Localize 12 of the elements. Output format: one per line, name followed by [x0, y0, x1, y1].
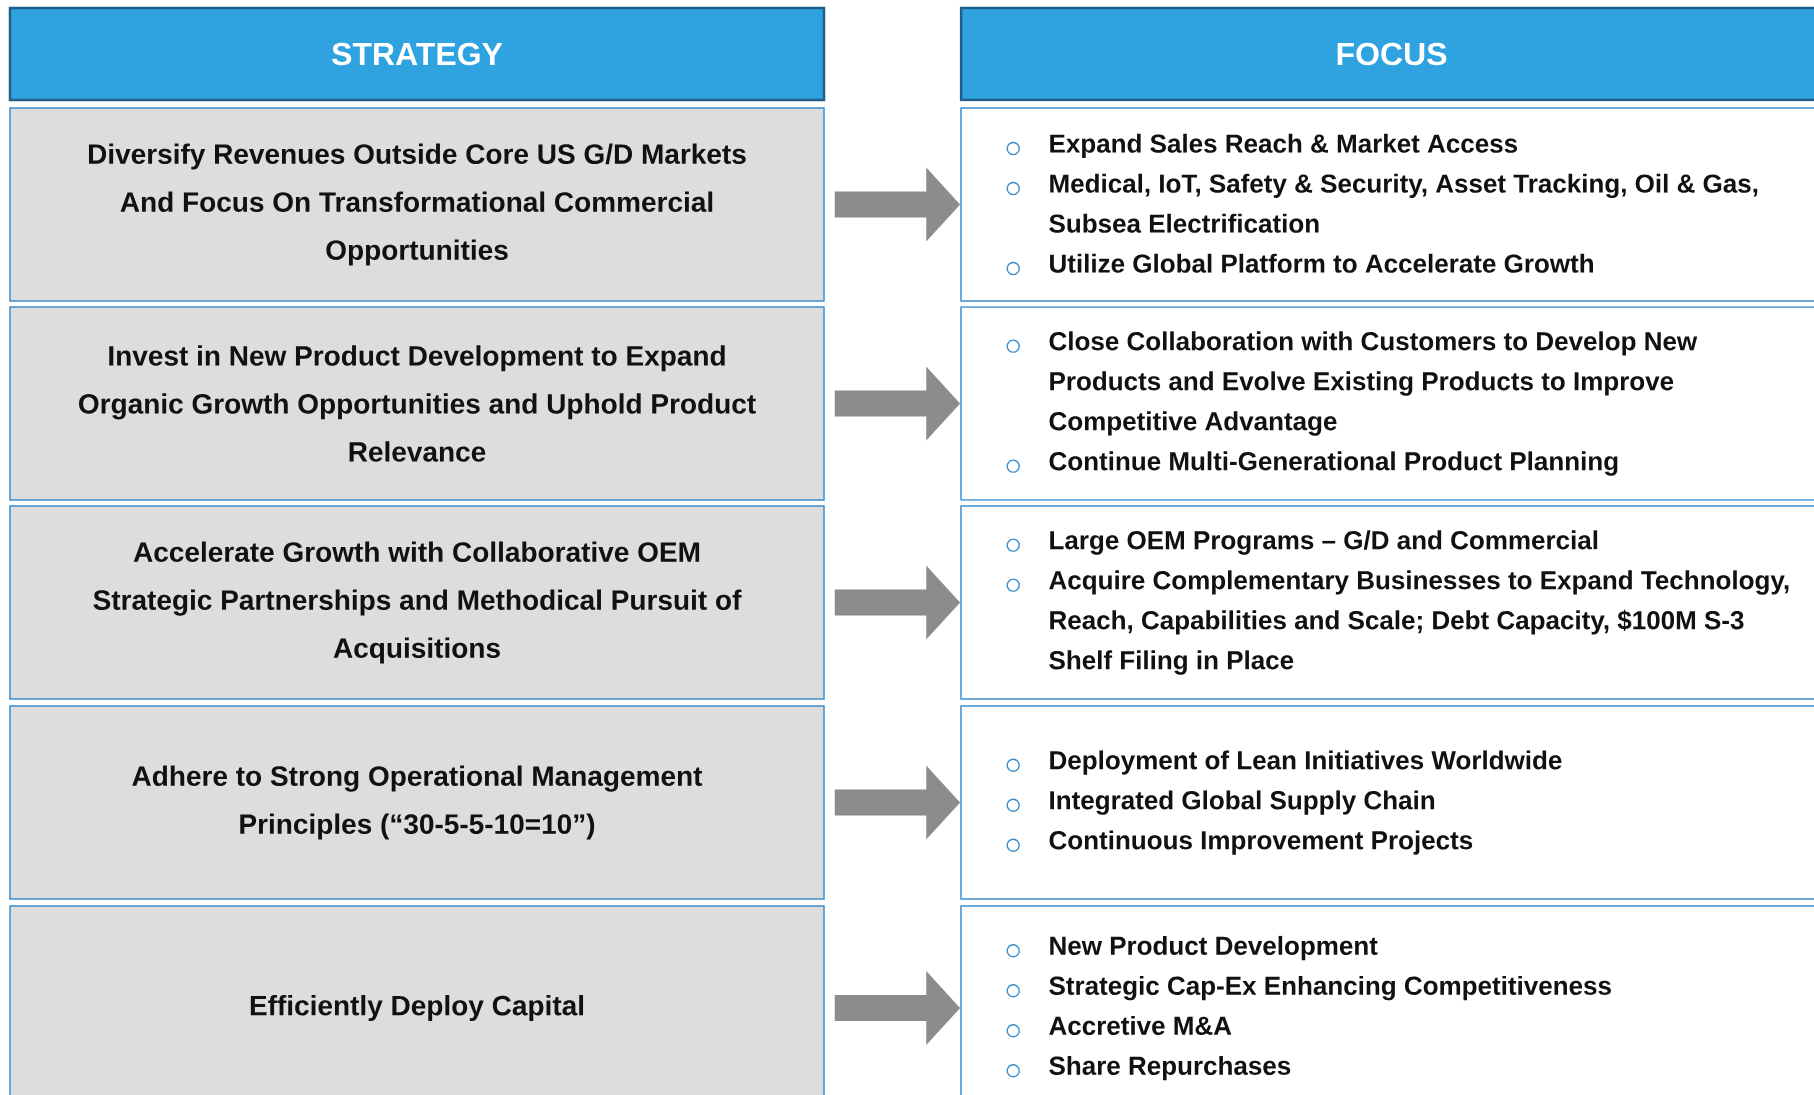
focus-box: Expand Sales Reach & Market Access Medical, IoT, Safety & Security, Asset Tracking, Oil & Gas, Subsea Electrification Utilize Global Platform to Accelerate Growth	[960, 107, 1814, 302]
strategy-box: Adhere to Strong Operational Management Principles (“30-5-5-10=10”)	[9, 705, 825, 900]
focus-box: Close Collaboration with Customers to Develop New Products and Evolve Existing Products to Improve Competitive Advantage Continue Multi-Generational Product Planning	[960, 306, 1814, 501]
focus-box: New Product Development Strategic Cap-Ex Enhancing Competitiveness Accretive M&A Share Repurchases	[960, 905, 1814, 1095]
focus-box: Deployment of Lean Initiatives Worldwide Integrated Global Supply Chain Continuous Improvement Projects	[960, 705, 1814, 900]
strategy-box: Accelerate Growth with Collaborative OEM Strategic Partnerships and Methodical Pursuit of Acquisitions	[9, 505, 825, 700]
header-bar: STRATEGY	[8, 6, 826, 102]
header-bar: FOCUS	[959, 6, 1814, 102]
strategy-box: Diversify Revenues Outside Core US G/D Markets And Focus On Transformational Commercial Opportunities	[9, 107, 825, 302]
strategy-box: Invest in New Product Development to Expand Organic Growth Opportunities and Uphold Product Relevance	[9, 306, 825, 501]
focus-box: Large OEM Programs – G/D and Commercial Acquire Complementary Businesses to Expand Technology, Reach, Capabilities and Scale; Debt Capacity, $100M S-3 Shelf Filing in Place	[960, 505, 1814, 700]
strategy-box: Efficiently Deploy Capital	[9, 905, 825, 1095]
